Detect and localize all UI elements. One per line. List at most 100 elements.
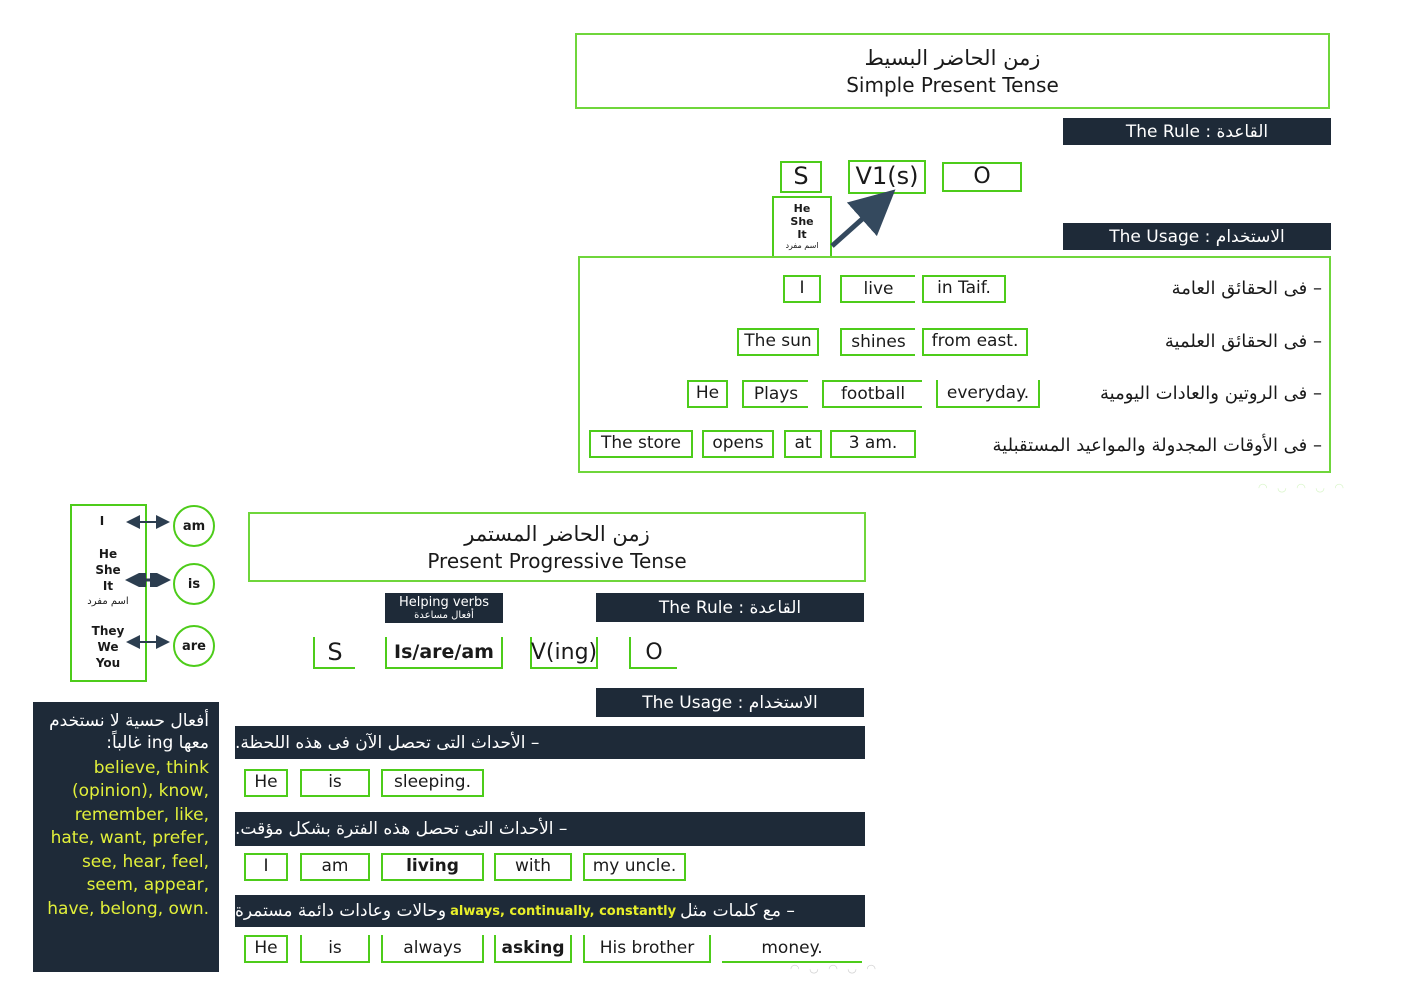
simple-present-usage-frame [578, 256, 1331, 473]
sp-example-3-word-4: everyday. [936, 380, 1040, 408]
pp-ex1-word-3: sleeping. [381, 769, 484, 797]
tobe-group-2-pronouns: He She It اسم مفرد [72, 546, 144, 608]
pp-helping-verbs-en: Helping verbs [399, 595, 489, 610]
sp-ex2-w2-label: shines [851, 332, 906, 352]
pp-helping-verbs-ar: أفعال مساعدة [414, 610, 474, 621]
tobe-circle-is: is [173, 563, 215, 605]
pp-formula-subject: S [313, 637, 355, 669]
pp-ex1-word-2: is [300, 769, 370, 797]
pp-ex2-word-5: my uncle. [583, 853, 686, 881]
sp-formula-verb-label: V1(s) [855, 162, 919, 191]
tobe-are-label: are [181, 638, 206, 654]
simple-present-usage-bar: الاستخدام : The Usage [1063, 223, 1331, 250]
sp-example-2-word-1: The sun [737, 328, 819, 356]
sp-subject-note-box: He She It اسم مفرد [772, 196, 832, 258]
pp-usage-text-1: – الأحداث التى تحصل الآن فى هذه اللحظة. [235, 726, 865, 759]
pp-ex2-word-4: with [494, 853, 572, 881]
sp-example-2-word-2: shines [840, 328, 915, 356]
pp-ex2-word-2: am [300, 853, 370, 881]
pp-rule-label: القاعدة : The Rule [658, 597, 802, 618]
sp-arrow-icon [830, 189, 896, 248]
sp-ex1-w2-label: live [863, 279, 894, 299]
pp-formula-verb-label: V(ing) [530, 639, 598, 665]
sp-usage-text-2: – فى الحقائق العلمية [1164, 331, 1322, 352]
pp-ex2-w3-label: living [406, 856, 459, 877]
simple-present-title-box: زمن الحاضر البسيط Simple Present Tense [575, 33, 1330, 109]
tobe-circle-am: am [173, 505, 215, 547]
pp-usage-text-3: – مع كلمات مثل always, continually, cons… [235, 895, 865, 927]
sp-ex2-w3-label: from east. [931, 331, 1019, 352]
pp-ex2-word-3: living [381, 853, 484, 881]
sp-example-1-word-2: live [840, 275, 915, 303]
sp-example-4-word-4: 3 am. [830, 430, 916, 458]
pp-usage-3-arabic-before: – مع كلمات مثل [680, 901, 795, 921]
sp-formula-verb: V1(s) [848, 160, 926, 194]
watermark-top: ◠ ◡ ◠ ◡ ◠ [1258, 481, 1347, 494]
pp-ex3-word-1: He [244, 935, 288, 963]
sp-ex4-w4-label: 3 am. [848, 433, 898, 454]
pp-title-arabic: زمن الحاضر المستمر [464, 521, 650, 546]
pp-formula-subject-label: S [327, 638, 343, 666]
sp-note-arabic: اسم مفرد [785, 241, 819, 251]
pp-ex3-w4-label: asking [501, 938, 565, 958]
pp-ex1-w2-label: is [328, 772, 342, 793]
pp-ex2-w1-label: I [263, 856, 269, 877]
sp-formula-object-label: O [973, 164, 991, 190]
pp-usage-text-2: – الأحداث التى تحصل هذه الفترة بشكل مؤقت… [235, 812, 865, 846]
tobe-is-label: is [187, 576, 201, 592]
pp-formula-verb: V(ing) [530, 637, 598, 669]
tobe-group-3-pronouns: They We You [72, 623, 144, 672]
present-progressive-title-box: زمن الحاضر المستمر Present Progressive T… [248, 512, 866, 582]
pp-ex2-word-1: I [244, 853, 288, 881]
tobe-pronoun-they: They [91, 624, 125, 638]
sp-ex4-w3-label: at [794, 433, 812, 454]
tobe-am-label: am [182, 518, 206, 534]
pp-ex3-word-2: is [300, 935, 370, 963]
pp-usage-3-highlight: always, continually, constantly [450, 903, 677, 919]
pp-usage-bar: الاستخدام : The Usage [596, 688, 864, 717]
pp-formula-helping: Is/are/am [385, 637, 503, 669]
pp-ex3-w5-label: His brother [599, 938, 695, 958]
sp-ex3-w3-label: football [840, 384, 906, 404]
pp-ex3-w6-label: money. [761, 938, 823, 958]
tobe-group-2-arabic: اسم مفرد [87, 595, 129, 607]
tobe-pronoun-we: We [97, 640, 119, 655]
stative-verbs-box: أفعال حسية لا نستخدم معها ing غالباً: be… [33, 702, 219, 972]
tobe-pronoun-you: You [95, 656, 121, 671]
pp-formula-object-label: O [645, 639, 663, 665]
tobe-group-1-pronouns: I [72, 514, 132, 528]
pp-ex1-w1-label: He [254, 772, 278, 793]
pp-usage-label: الاستخدام : The Usage [642, 692, 818, 713]
tobe-pronoun-it: It [102, 579, 114, 594]
pp-ex3-word-5: His brother [583, 935, 711, 963]
tobe-circle-are: are [173, 625, 215, 667]
tobe-arrow-3-icon [126, 635, 170, 649]
pp-formula-helping-label: Is/are/am [394, 641, 494, 663]
sp-formula-object: O [942, 162, 1022, 192]
sp-ex1-w3-label: in Taif. [937, 278, 991, 299]
tobe-pronoun-he: He [98, 547, 118, 561]
pp-ex2-w4-label: with [514, 856, 552, 877]
sp-ex2-w1-label: The sun [744, 331, 812, 352]
watermark-bottom: ◠ ◡ ◠ ◡ ◠ [790, 962, 879, 975]
pp-ex1-w3-label: sleeping. [394, 772, 471, 793]
sp-ex3-w4-label: everyday. [946, 383, 1030, 403]
sp-ex1-w1-label: I [799, 278, 805, 299]
pp-usage-2-arabic: – الأحداث التى تحصل هذه الفترة بشكل مؤقت… [235, 819, 568, 839]
sp-formula-subject-label: S [793, 162, 809, 191]
simple-present-title-arabic: زمن الحاضر البسيط [864, 45, 1041, 70]
tobe-pronoun-she: She [95, 563, 121, 578]
sp-usage-text-4: – فى الأوقات المجدولة والمواعيد المستقبل… [992, 435, 1322, 456]
pp-title-english: Present Progressive Tense [427, 548, 687, 573]
sp-note-he: He [793, 202, 811, 216]
simple-present-rule-bar: القاعدة : The Rule [1063, 118, 1331, 145]
sp-ex3-w1-label: He [695, 383, 720, 404]
sp-example-4-word-2: opens [702, 430, 774, 458]
sp-ex4-w1-label: The store [600, 433, 682, 454]
sp-example-1-word-3: in Taif. [922, 275, 1006, 303]
pp-helping-verbs-box: Helping verbs أفعال مساعدة [385, 593, 503, 623]
sp-ex3-w2-label: Plays [753, 384, 799, 404]
sp-note-she: She [790, 215, 814, 229]
sp-example-4-word-1: The store [589, 430, 693, 458]
tobe-arrow-2-icon [125, 573, 171, 587]
